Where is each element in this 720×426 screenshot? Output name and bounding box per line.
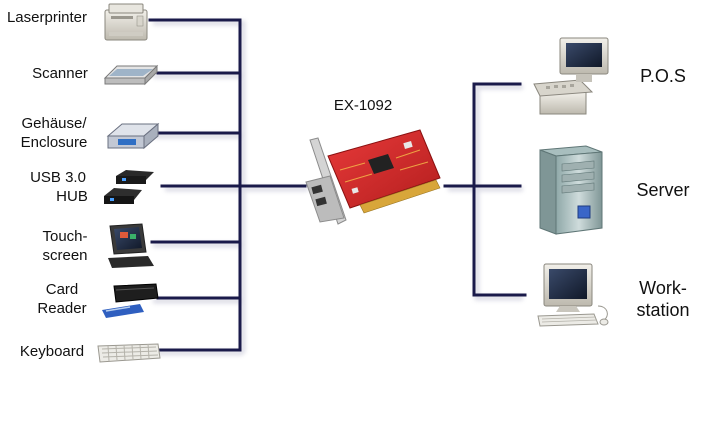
label-enclosure-line1: Gehäuse/ bbox=[21, 115, 87, 132]
touchscreen-icon bbox=[108, 223, 154, 268]
label-usb-hub-line1: USB 3.0 bbox=[30, 169, 86, 186]
left-labels: Laserprinter Scanner Gehäuse/ Enclosure … bbox=[7, 9, 88, 360]
label-server: Server bbox=[636, 180, 689, 200]
card-reader-icon bbox=[102, 283, 159, 318]
label-touchscreen-line1: Touch- bbox=[42, 228, 87, 245]
pos-terminal-icon bbox=[533, 37, 609, 115]
label-pos: P.O.S bbox=[640, 66, 686, 86]
scanner-icon bbox=[103, 64, 159, 86]
label-laserprinter: Laserprinter bbox=[7, 9, 87, 26]
workstation-icon bbox=[537, 263, 609, 327]
keyboard-icon bbox=[97, 343, 161, 363]
usb-hub-icon bbox=[104, 170, 154, 204]
drive-enclosure-icon bbox=[106, 122, 160, 150]
laser-printer-icon bbox=[104, 3, 148, 41]
label-scanner: Scanner bbox=[32, 65, 88, 82]
right-labels: P.O.S Server Work- station bbox=[636, 66, 689, 320]
connector-lines bbox=[148, 18, 527, 356]
label-workstation-line2: station bbox=[636, 300, 689, 320]
label-enclosure-line2: Enclosure bbox=[21, 134, 88, 151]
label-usb-hub-line2: HUB bbox=[56, 188, 88, 205]
pcie-card-icon bbox=[305, 129, 441, 225]
label-touchscreen-line2: screen bbox=[42, 247, 87, 264]
label-keyboard: Keyboard bbox=[20, 343, 84, 360]
server-tower-icon bbox=[539, 145, 603, 235]
label-card-reader-line2: Reader bbox=[37, 300, 86, 317]
label-card-reader-line1: Card bbox=[46, 281, 79, 298]
label-card: EX-1092 bbox=[334, 97, 392, 114]
label-workstation-line1: Work- bbox=[639, 278, 687, 298]
